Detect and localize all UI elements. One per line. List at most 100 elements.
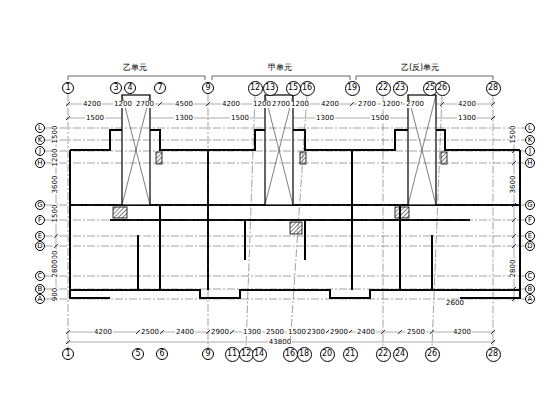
axis-bubble: D [35,241,45,251]
axis-bubble: 4 [124,82,136,94]
axis-bubble: C [525,271,535,281]
unit-name: 甲单元 [267,64,293,72]
dimension-text: 2700 [271,101,291,108]
dimension-text: 2500 [406,329,426,336]
axis-bubble: 20 [320,347,335,362]
axis-number: K [528,137,533,144]
axis-line [246,96,255,347]
dimension-text: 4200 [93,329,113,336]
dimension-tick [230,330,234,334]
axis-number: 28 [488,84,498,92]
axis-number: 14 [254,350,264,358]
axis-number: L [38,125,42,132]
dimension-text: 1200 [381,101,401,108]
axis-number: 23 [395,84,405,92]
axis-bubble: D [525,241,535,251]
dimension-text: 3600 [52,174,59,194]
axis-bubble: 28 [486,347,501,362]
axis-number: E [528,233,532,240]
axis-bubble: 3 [110,82,122,94]
axis-number: 13 [265,84,275,92]
axis-bubble: 12 [248,81,263,96]
dimension-text: 4200 [221,101,241,108]
axis-bubble: 15 [286,81,301,96]
dimension-tick [430,330,434,334]
axis-bubble: H [525,158,535,168]
axis-line [493,96,494,347]
dimension-text: 1200 [252,101,272,108]
dimension-text: 4200 [457,101,477,108]
axis-bubble: E [35,231,45,241]
axis-number: F [38,217,42,224]
axis-bubble: 16 [283,347,298,362]
axis-bubble: J [525,146,535,156]
dimension-text: 1500 [230,115,250,122]
dimension-text: 3600 [510,174,517,194]
axis-line [68,94,69,348]
axis-bubble: G [525,200,535,210]
axis-bubble: F [35,215,45,225]
axis-bubble: B [35,284,45,294]
dimension-text: 1300 [242,329,262,336]
axis-bubble: C [35,271,45,281]
dimension-text: 2800 [52,258,59,278]
axis-number: 20 [322,350,332,358]
axis-bubble: 24 [393,347,408,362]
axis-number: 6 [159,350,164,358]
axis-number: 25 [425,84,435,92]
axis-bubble: B [525,284,535,294]
dimension-text: 2700 [357,101,377,108]
axis-number: 9 [205,84,210,92]
axis-bubble: 1 [62,82,74,94]
dimension-text: 1200 [52,147,59,167]
axis-bubble: 23 [393,81,408,96]
dimension-tick [158,102,162,106]
axis-number: 26 [427,350,437,358]
axis-bubble: F [525,215,535,225]
dimension-text: 43800 [268,339,292,346]
axis-bubble: 26 [425,347,440,362]
dimension-text: 1300 [174,115,194,122]
axis-number: 19 [347,84,357,92]
axis-line [290,96,307,347]
axis-bubble: 26 [435,81,450,96]
stair-cores [122,95,436,205]
axis-bubble: 5 [132,348,144,360]
axis-line [45,276,525,277]
axis-number: K [38,137,43,144]
dimension-text: 1500 [85,115,105,122]
dimension-text: 2700 [135,101,155,108]
axis-line [45,151,525,152]
axis-bubble: 22 [376,81,391,96]
axis-bubble: 21 [343,347,358,362]
dimension-tick [440,102,444,106]
axis-bubble: A [525,294,535,304]
axis-number: 4 [127,84,132,92]
dimension-text: 2800 [510,258,517,278]
dimension-text: 2300 [306,329,326,336]
axis-number: J [39,148,41,155]
axis-number: L [528,125,532,132]
axis-bubble: 18 [297,347,312,362]
dimension-tick [398,330,402,334]
dimension-text: 1300 [315,115,335,122]
axis-line [45,140,525,141]
axis-number: B [528,286,533,293]
axis-number: C [528,273,533,280]
axis-line [208,94,209,348]
dimension-text: 1300 [457,115,477,122]
axis-bubble: 11 [225,347,240,362]
dimension-text: 2700 [405,101,425,108]
axis-bubble: H [35,158,45,168]
axis-number: B [38,286,43,293]
axis-number: 1 [65,84,70,92]
dimension-text: 1500 [52,124,59,144]
dimension-text: 1200 [113,101,133,108]
axis-line [45,236,525,237]
axis-bubble: 22 [376,347,391,362]
dimension-text: 2900 [329,329,349,336]
dimension-text: 2400 [175,329,195,336]
axis-number: 9 [205,350,210,358]
